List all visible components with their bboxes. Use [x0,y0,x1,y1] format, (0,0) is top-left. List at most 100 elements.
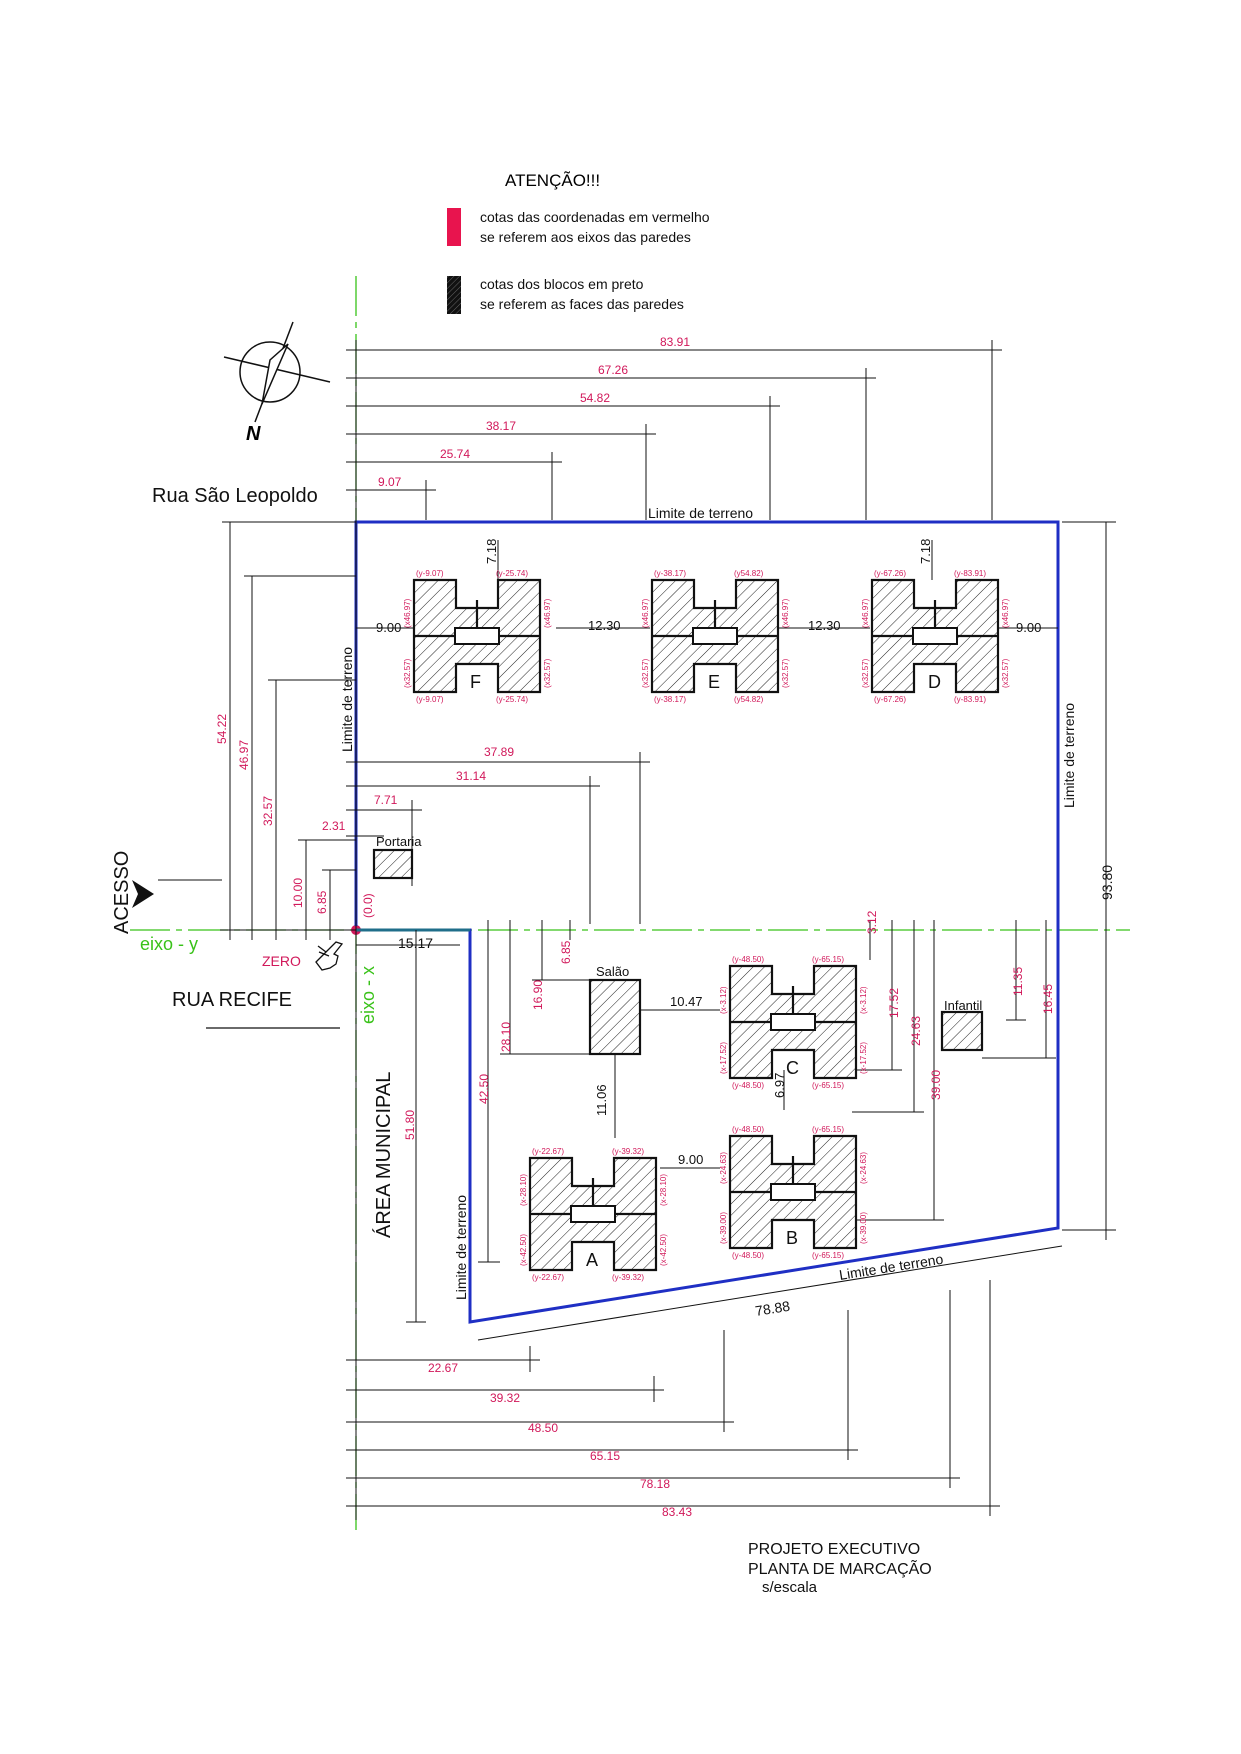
block-b-coord-br: (y-65.15) [812,1251,844,1260]
block-a-coord-rb: (x-42.50) [659,1234,668,1266]
dim-top-83-91: 83.91 [660,335,690,349]
block-f: F(y-9.07)(y-25.74)(y-9.07)(y-25.74)(x46.… [403,569,552,704]
portaria-building [372,848,414,880]
north-arrow-icon: N [223,321,331,445]
dim-12-30-ed: 12.30 [808,618,841,633]
dim-left-6-85: 6.85 [315,890,329,914]
bottom-dimension-chain: 22.67 39.32 48.50 65.15 78.18 83.43 [346,1280,1000,1519]
block-e-coord-lt: (x46.97) [641,598,650,628]
dim-portaria-2-31: 2.31 [322,819,346,833]
block-f-coord-rb: (x32.57) [543,658,552,688]
street-sao-leopoldo: Rua São Leopoldo [152,485,318,507]
dim-11-06: 11.06 [594,1084,609,1116]
dim-top-54-82: 54.82 [580,391,610,405]
north-label: N [246,423,261,445]
housing-blocks: F(y-9.07)(y-25.74)(y-9.07)(y-25.74)(x46.… [403,569,1010,1282]
origin-label: (0.0) [361,893,375,918]
red-legend-line1: cotas das coordenadas em vermelho [480,209,710,225]
dim-left-46-97: 46.97 [237,740,251,770]
block-f-coord-rt: (x46.97) [543,598,552,628]
dim-top-38-17: 38.17 [486,419,516,433]
block-f-coord-tl: (y-9.07) [416,569,444,578]
dim-bottom-83-43: 83.43 [662,1505,692,1519]
block-b-coord-rb: (x-39.00) [859,1212,868,1244]
block-c: C(y-48.50)(y-65.15)(y-48.50)(y-65.15)(x-… [719,955,868,1090]
top-dimension-chain: 83.91 67.26 54.82 38.17 25.74 9.07 [346,335,1002,1520]
dim-left-10-00: 10.00 [291,878,305,908]
block-f-coord-lb: (x32.57) [403,658,412,688]
black-legend-swatch [447,276,461,314]
block-d-letter: D [928,672,941,692]
black-legend-line1: cotas dos blocos em preto [480,276,644,292]
salao-label: Salão [596,964,629,979]
block-b: B(y-48.50)(y-65.15)(y-48.50)(y-65.15)(x-… [719,1125,868,1260]
left-dimension-chain: 54.22 46.97 32.57 10.00 6.85 [215,521,356,940]
dim-top-25-74: 25.74 [440,447,470,461]
dim-bottom-39-32: 39.32 [490,1391,520,1405]
block-c-letter: C [786,1058,799,1078]
dim-24-63: 24.63 [909,1016,923,1046]
title-line3: s/escala [762,1579,818,1596]
portaria-label: Portaria [376,834,422,849]
block-a-letter: A [586,1250,598,1270]
block-a-coord-rt: (x-28.10) [659,1174,668,1206]
block-d-coord-tl: (y-67.26) [874,569,906,578]
block-e-coord-tl: (y-38.17) [654,569,686,578]
dim-bottom-78-18: 78.18 [640,1477,670,1491]
block-d-coord-rt: (x46.97) [1001,598,1010,628]
dim-39-00: 39.00 [929,1070,943,1100]
block-c-coord-br: (y-65.15) [812,1081,844,1090]
dim-left-54-22: 54.22 [215,714,229,744]
dim-bottom-65-15: 65.15 [590,1449,620,1463]
dim-7-18-d: 7.18 [918,539,933,564]
block-e-coord-rb: (x32.57) [781,658,790,688]
zero-label: ZERO [262,953,301,969]
dim-51-80: 51.80 [403,1110,417,1140]
block-b-coord-tl: (y-48.50) [732,1125,764,1134]
infantil-building [940,1010,984,1052]
block-e-core [692,627,738,645]
block-a-coord-bl: (y-22.67) [532,1273,564,1282]
block-b-coord-rt: (x-24.63) [859,1152,868,1184]
axis-x-label: eixo - x [358,966,378,1024]
dim-left-32-57: 32.57 [261,796,275,826]
dim-28-10: 28.10 [499,1022,513,1052]
block-e-coord-br: (y54.82) [734,695,764,704]
block-e-coord-bl: (y-38.17) [654,695,686,704]
dim-7-18-f: 7.18 [484,539,499,564]
block-f-coord-tr: (y-25.74) [496,569,528,578]
dim-93-80: 93.80 [1099,865,1115,900]
dim-78-88: 78.88 [754,1298,791,1319]
attention-title: ATENÇÃO!!! [505,171,600,190]
block-c-coord-tr: (y-65.15) [812,955,844,964]
block-c-coord-rt: (x-3.12) [859,986,868,1014]
dim-bottom-22-67: 22.67 [428,1361,458,1375]
block-d-coord-br: (y-83.91) [954,695,986,704]
dim-42-50: 42.50 [477,1074,491,1104]
salao-building [588,978,642,1056]
dim-portaria-37-89: 37.89 [484,745,514,759]
dim-portaria-7-71: 7.71 [374,793,398,807]
block-a-coord-tl: (y-22.67) [532,1147,564,1156]
access-label: ACESSO [111,851,133,934]
attention-note: ATENÇÃO!!! cotas das coordenadas em verm… [447,171,710,314]
block-d-coord-tr: (y-83.91) [954,569,986,578]
block-b-coord-bl: (y-48.50) [732,1251,764,1260]
dim-16-90: 16.90 [531,980,545,1010]
block-b-core [770,1183,816,1201]
block-d-coord-rb: (x32.57) [1001,658,1010,688]
block-f-coord-br: (y-25.74) [496,695,528,704]
block-c-coord-lt: (x-3.12) [719,986,728,1014]
street-recife: RUA RECIFE [172,989,292,1011]
block-d-coord-lt: (x46.97) [861,598,870,628]
dim-17-52: 17.52 [887,988,901,1018]
boundary-top-label: Limite de terreno [648,505,753,521]
block-e-coord-rt: (x46.97) [781,598,790,628]
dim-11-35: 11.35 [1011,967,1025,996]
dim-10-47: 10.47 [670,994,703,1009]
block-c-coord-rb: (x-17.52) [859,1042,868,1074]
block-a-coord-lt: (x-28.10) [519,1174,528,1206]
black-legend-line2: se referem as faces das paredes [480,296,684,312]
pointing-hand-icon [315,941,344,971]
